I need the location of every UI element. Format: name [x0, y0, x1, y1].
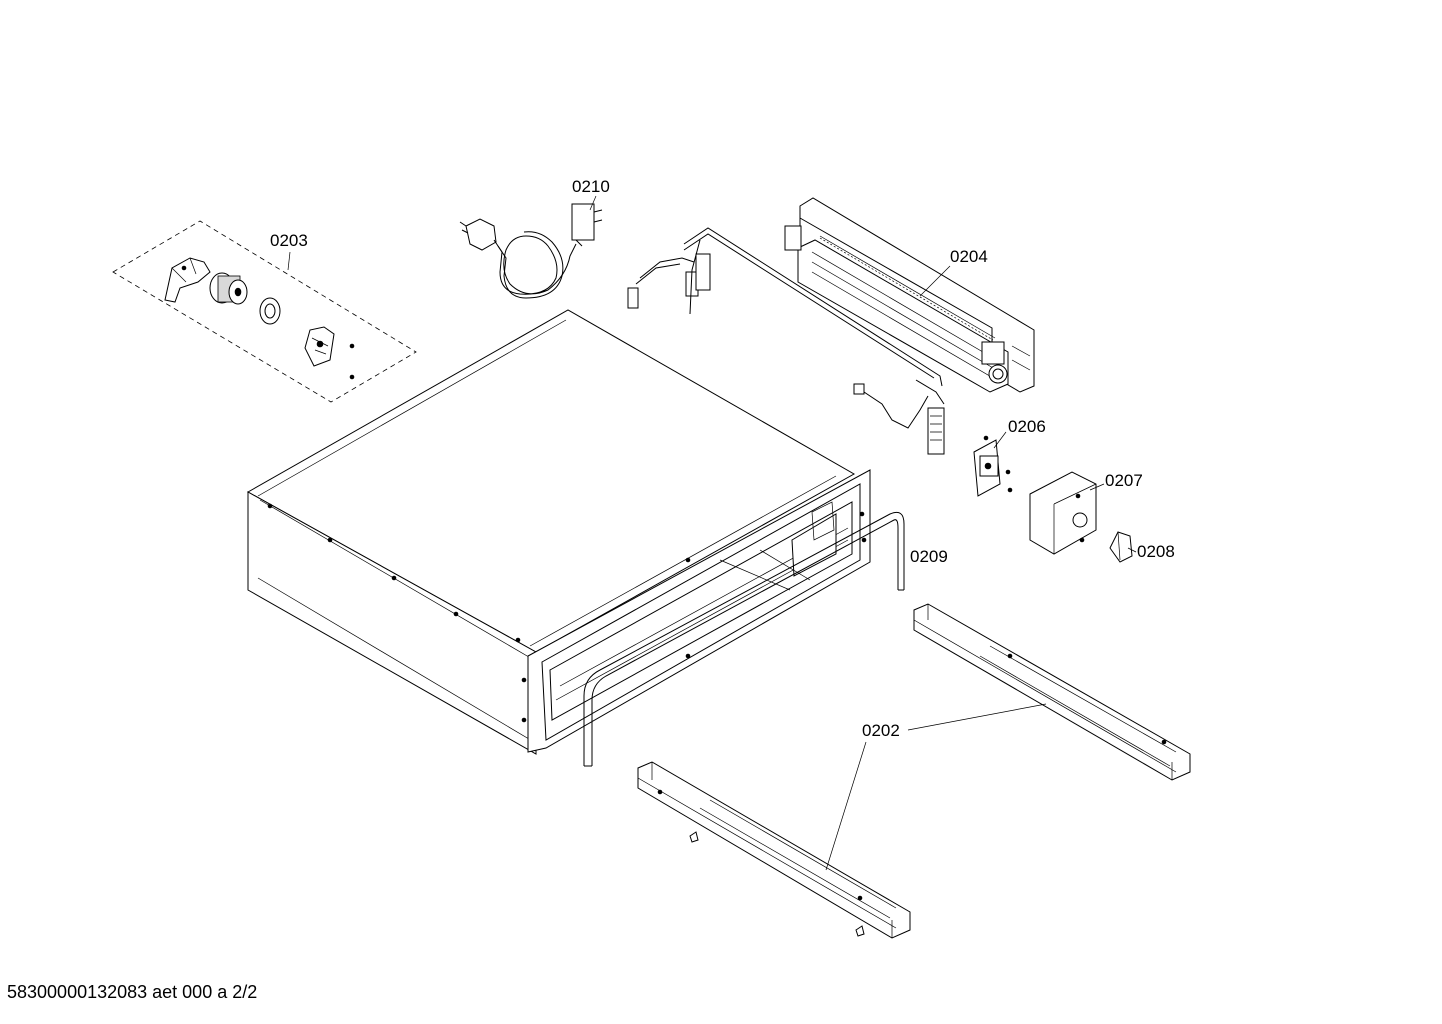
main-cabinet	[246, 309, 871, 755]
part-0202-rail-upper	[913, 603, 1191, 781]
callout-0207: 0207	[1105, 471, 1143, 490]
callout-0202: 0202	[862, 721, 900, 740]
part-0203-knob-assembly	[112, 220, 417, 403]
part-0208-knob	[1109, 531, 1133, 563]
drawing-footer-id: 58300000132083 aet 000 a 2/2	[7, 982, 258, 1002]
part-0202-rail-lower	[637, 761, 911, 939]
leader-lines	[287, 195, 1137, 871]
callout-0203: 0203	[270, 231, 308, 250]
wiring-harness	[627, 227, 945, 455]
callout-0210: 0210	[572, 177, 610, 196]
callout-0204: 0204	[950, 247, 988, 266]
part-0207-bracket-plate	[1029, 471, 1097, 555]
callout-0208: 0208	[1137, 542, 1175, 561]
part-0204-fan-housing	[784, 197, 1035, 393]
part-0210-power-cord	[459, 203, 603, 299]
part-0206-control-board	[973, 435, 1013, 497]
callout-0209: 0209	[910, 547, 948, 566]
callout-0206: 0206	[1008, 417, 1046, 436]
part-0209-handle-bar	[583, 511, 905, 767]
